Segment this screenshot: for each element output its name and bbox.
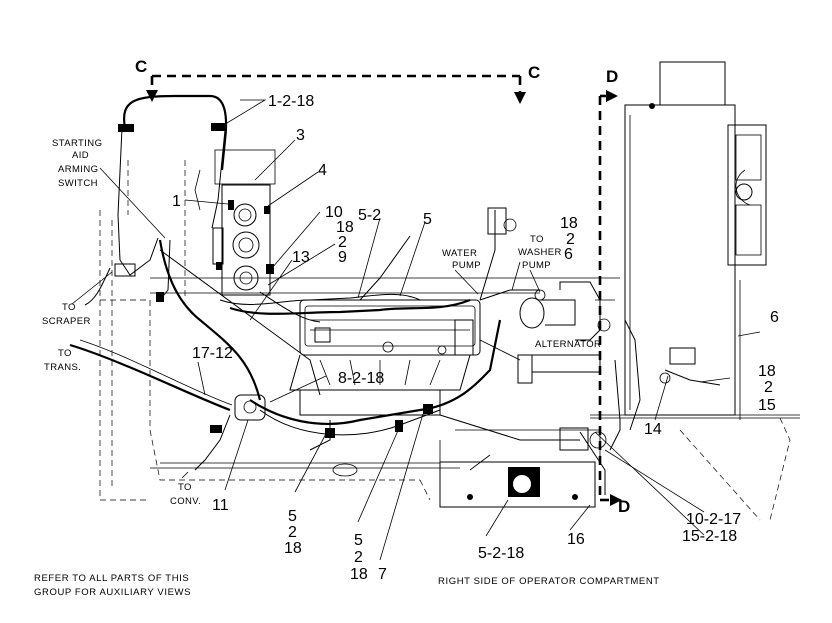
callout-5: 5: [423, 211, 432, 228]
section-line-c: [146, 74, 526, 104]
callout-9: 9: [338, 249, 347, 266]
callout-8-2-18: 8-2-18: [338, 370, 384, 387]
callout-18: 18: [758, 363, 776, 380]
callout-16: 16: [567, 531, 585, 548]
callout-2: 2: [288, 524, 297, 541]
battery-box: [439, 427, 607, 508]
callout-15-2-18: 15-2-18: [682, 528, 737, 545]
footer-note: GROUP FOR AUXILIARY VIEWS: [34, 587, 191, 598]
starting-aid-label: ARMING: [58, 164, 98, 175]
callout-14: 14: [644, 421, 662, 438]
footer-view-caption: RIGHT SIDE OF OPERATOR COMPARTMENT: [438, 576, 660, 587]
callout-2: 2: [338, 234, 347, 251]
callout-5-2: 5-2: [358, 207, 381, 224]
to-scraper-label: TO: [62, 302, 76, 313]
callout-1: 1: [172, 193, 181, 210]
callout-18: 18: [560, 215, 578, 232]
callout-5: 5: [354, 532, 363, 549]
callout-18: 18: [284, 540, 302, 557]
section-marker-d-top: D: [606, 67, 618, 86]
callout-10: 10: [325, 204, 343, 221]
to-washer-pump-label: TO: [530, 234, 544, 245]
callout-3: 3: [296, 127, 305, 144]
callout-13: 13: [292, 249, 310, 266]
footer-note: REFER TO ALL PARTS OF THIS: [34, 573, 189, 584]
to-trans-label: TRANS.: [44, 362, 81, 373]
section-marker-c-left: C: [135, 57, 147, 76]
starting-aid-label: SWITCH: [58, 178, 98, 189]
callout-1-2-18: 1-2-18: [268, 93, 314, 110]
radiator-housing: [624, 61, 767, 420]
callout-2: 2: [566, 231, 575, 248]
section-line-d: [598, 90, 622, 506]
callout-6: 6: [770, 309, 779, 326]
wiring-harness: [69, 94, 721, 471]
to-scraper-label: SCRAPER: [42, 316, 91, 327]
callout-4: 4: [318, 162, 327, 179]
starting-aid-label: AID: [72, 150, 89, 161]
starting-aid-label: STARTING: [52, 138, 102, 149]
callout-18: 18: [336, 219, 354, 236]
alternator: [479, 281, 611, 384]
callout-7: 7: [378, 566, 387, 583]
callout-2: 2: [764, 379, 773, 396]
callout-5: 5: [288, 508, 297, 525]
frame-outline: [99, 160, 800, 521]
callout-17-12: 17-12: [192, 345, 233, 362]
water-pump-label: PUMP: [452, 260, 481, 271]
callout-10-2-17: 10-2-17: [686, 511, 741, 528]
to-conv-label: TO: [178, 482, 192, 493]
control-panel: [212, 149, 276, 296]
callout-5-2-18: 5-2-18: [478, 545, 524, 562]
callout-6: 6: [564, 246, 573, 263]
to-washer-pump-label: WASHER: [518, 247, 562, 258]
engine-block: [289, 299, 481, 416]
to-conv-label: CONV.: [170, 496, 201, 507]
callout-11: 11: [212, 497, 229, 514]
to-trans-label: TO: [58, 348, 72, 359]
section-marker-d-bottom: D: [618, 497, 630, 516]
water-pump-label: WATER: [442, 248, 477, 259]
section-marker-c-right: C: [528, 63, 540, 82]
callout-18: 18: [350, 566, 368, 583]
alternator-label: ALTERNATOR: [535, 339, 601, 350]
leader-lines: [71, 99, 761, 561]
callout-15: 15: [758, 397, 776, 414]
callout-2: 2: [354, 549, 363, 566]
to-washer-pump-label: PUMP: [522, 260, 551, 271]
